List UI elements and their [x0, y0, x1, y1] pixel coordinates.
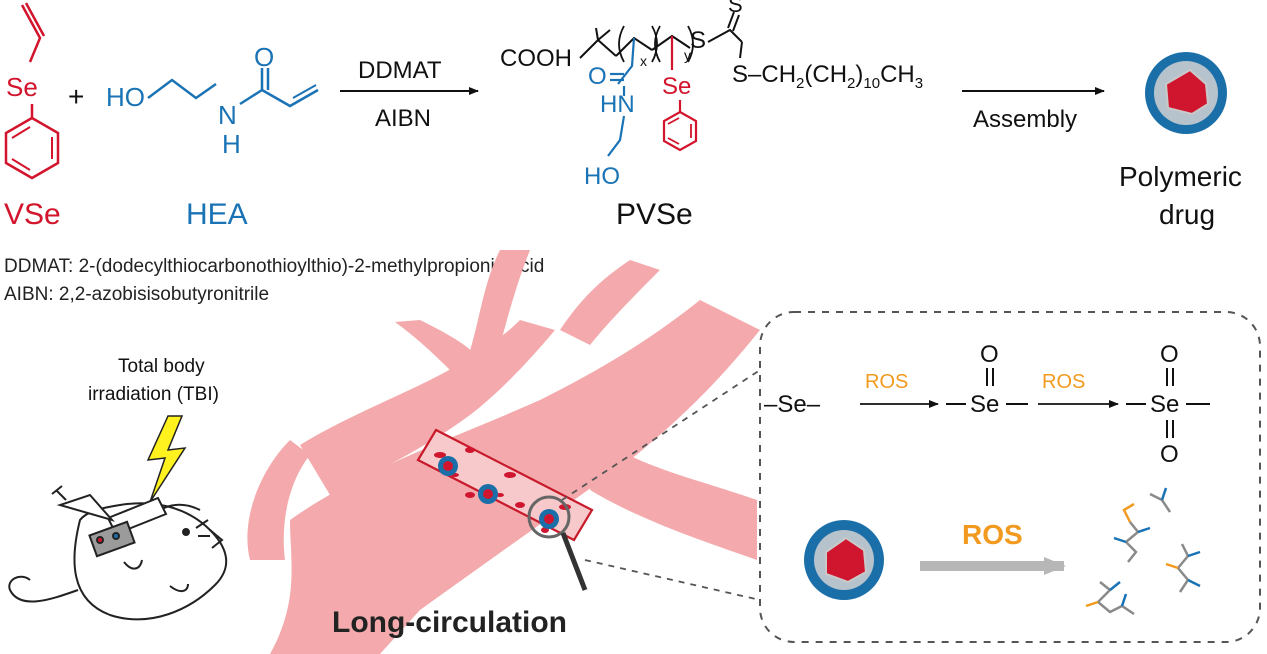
tbi-line2: irradiation (TBI): [88, 384, 219, 405]
vse-se-label: Se: [6, 72, 38, 102]
ddmat-abbreviation: DDMAT: 2-(dodecylthiocarbonothioylthio)-…: [4, 256, 544, 277]
hea-monomer: HO N H O HEA: [106, 42, 319, 231]
inset-ros-big: ROS: [962, 519, 1023, 550]
hea-ho-label: HO: [106, 82, 145, 112]
pvse-cooh: COOH: [500, 45, 572, 72]
ddmat-label: DDMAT: [358, 57, 442, 84]
lightning-bolt-icon: [146, 415, 187, 503]
pvse-chain: S–CH2(CH2)10CH3: [732, 61, 923, 92]
pvse-o: O: [588, 63, 607, 90]
pvse-s2: S: [728, 0, 743, 17]
hea-n-label: N: [218, 100, 237, 130]
vinyl-group: [20, 4, 42, 63]
inset-se-selenide: –Se–: [764, 391, 821, 418]
product-name-line1: Polymeric: [1119, 161, 1242, 192]
pvse-benzene-ring: [662, 110, 698, 152]
hea-o-label: O: [254, 42, 274, 72]
magnifier-icon: [527, 495, 588, 591]
inset-ros-label-2: ROS: [1042, 371, 1085, 393]
vessel-section: [416, 428, 594, 542]
hea-name: HEA: [186, 198, 248, 231]
zoom-line-bottom: [584, 559, 761, 601]
pvse-x: x: [640, 53, 647, 69]
inset-o2: O: [1160, 341, 1179, 368]
product-name-line2: drug: [1159, 199, 1215, 230]
hea-h-label: H: [222, 129, 241, 159]
vse-benzene-ring: [4, 116, 60, 180]
long-circulation-label: Long-circulation: [332, 606, 567, 639]
aibn-label: AIBN: [375, 105, 431, 132]
pvse-y: y: [684, 47, 691, 63]
plus-sign: +: [68, 81, 84, 112]
pvse-s1: S: [690, 27, 706, 54]
polymerization-arrow: DDMAT AIBN: [340, 57, 479, 132]
pvse-se: Se: [662, 73, 691, 100]
aibn-abbreviation: AIBN: 2,2-azobisisobutyronitrile: [4, 284, 269, 305]
pvse-hn: HN: [600, 91, 635, 118]
vessel-particle-3: [539, 509, 559, 529]
pvse-ho: HO: [584, 163, 620, 190]
inset-o3: O: [1160, 441, 1179, 468]
pvse-polymer: COOH x y S S S–CH2(CH2)10CH3 O HN HO Se: [500, 0, 923, 231]
assembly-label: Assembly: [973, 106, 1077, 133]
inset-ros-label-1: ROS: [865, 371, 908, 393]
vse-name: VSe: [4, 198, 61, 231]
polymeric-drug-particle: [1145, 52, 1227, 134]
inset-box: –Se– ROS Se O ROS Se O O ROS: [759, 311, 1261, 643]
mouse-with-syringe-icon: [8, 485, 228, 621]
tbi-line1: Total body: [118, 356, 205, 377]
pvse-name: PVSe: [616, 198, 693, 231]
blood-vessel: [247, 250, 760, 654]
vessel-particle-2: [478, 484, 498, 504]
inset-se-selenone: Se: [1150, 391, 1179, 418]
degraded-chains: [1085, 487, 1201, 616]
inset-se-selenoxide: Se: [970, 391, 999, 418]
inset-o1: O: [980, 341, 999, 368]
vse-monomer: Se VSe: [4, 2, 61, 231]
assembly-arrow: Assembly: [962, 87, 1105, 133]
vessel-particle-1: [438, 456, 458, 476]
zoom-line-top: [561, 369, 761, 501]
inset-particle: [804, 520, 884, 600]
